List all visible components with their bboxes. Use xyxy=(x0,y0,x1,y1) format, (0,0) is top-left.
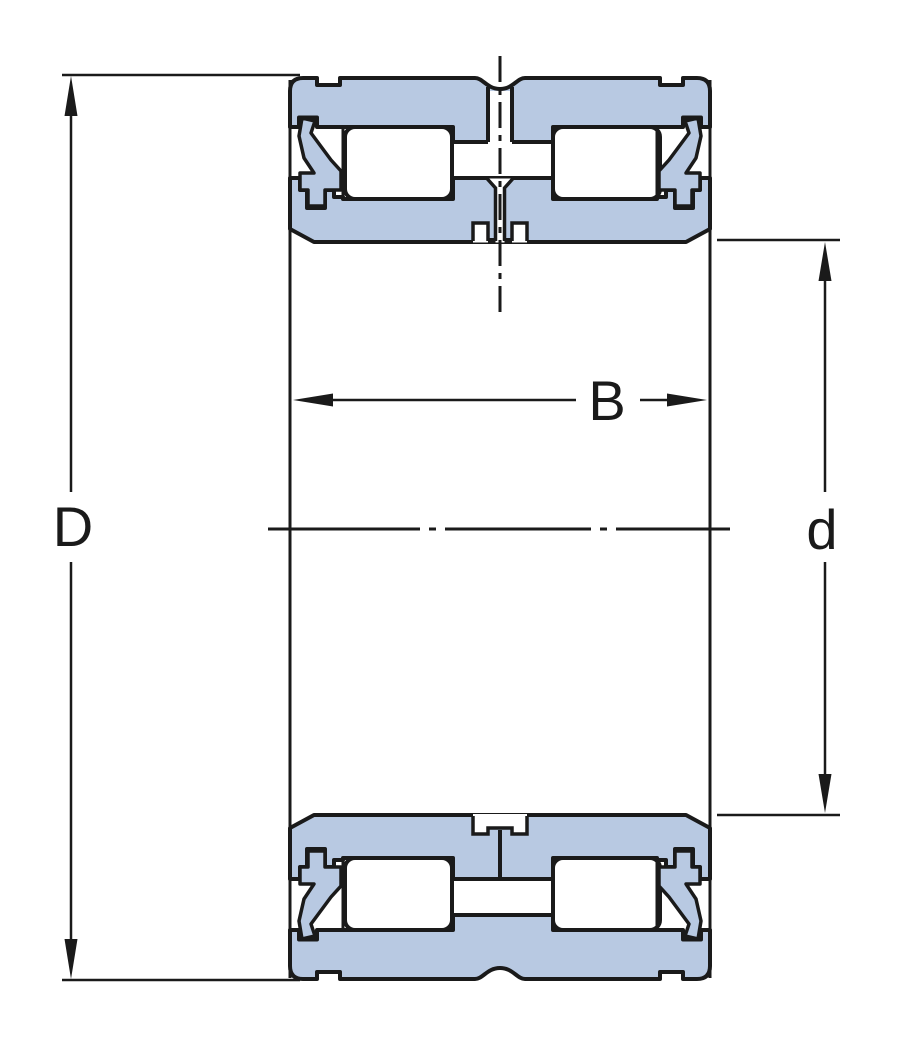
bottom-bore-groove-outline xyxy=(471,816,529,836)
arrowhead-down-icon xyxy=(818,774,832,813)
arrowhead-down-icon xyxy=(64,939,78,979)
bore-notch-right-outline xyxy=(510,221,529,241)
label-width: B xyxy=(588,369,625,432)
dimension-bore-diameter: d xyxy=(717,238,840,817)
bore-notch-right xyxy=(512,223,527,243)
bore-notch-left-outline xyxy=(471,221,490,241)
arrowhead-up-icon xyxy=(818,242,832,281)
inner-ring-lube-slot-outline xyxy=(485,177,515,241)
arrowhead-right-icon xyxy=(667,393,707,407)
dimension-outer-diameter: D xyxy=(53,73,300,982)
arrowhead-up-icon xyxy=(64,76,78,116)
bottom-lubrication-features xyxy=(471,814,529,877)
dimension-width: B xyxy=(293,369,707,432)
label-bore-diameter: d xyxy=(806,498,837,561)
bore-notch-left xyxy=(473,223,488,243)
arrowhead-left-icon xyxy=(293,393,333,407)
label-outer-diameter: D xyxy=(53,495,93,558)
